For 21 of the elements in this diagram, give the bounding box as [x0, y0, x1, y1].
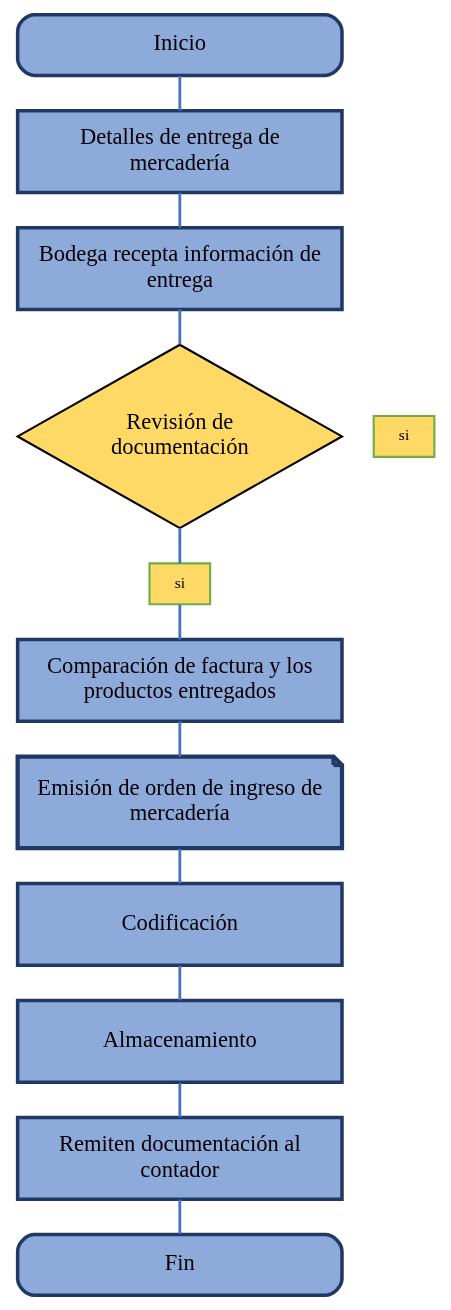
node-box: Remiten documentación al contador [15, 1115, 344, 1202]
node-box: Almacenamiento [15, 998, 344, 1085]
connector [177, 1199, 181, 1234]
connector [177, 965, 181, 1001]
connector [177, 528, 181, 564]
node-box: Comparación de factura y los productos entregados [15, 637, 344, 724]
connector [177, 75, 181, 111]
connector [177, 848, 181, 884]
connector [177, 721, 181, 757]
connector [177, 309, 181, 345]
connector [177, 1082, 181, 1118]
connector [177, 604, 181, 640]
node-box: Bodega recepta información de entrega [15, 225, 344, 312]
node-box: Fin [15, 1232, 344, 1297]
node-box: Detalles de entrega de mercadería [15, 108, 344, 195]
node-box: si [147, 562, 211, 606]
node-box: Inicio [15, 13, 344, 78]
node-box: si [372, 414, 435, 458]
node-diamond: Revisión de documentación [15, 343, 344, 530]
node-box: Codificación [15, 881, 344, 967]
connector [177, 192, 181, 228]
